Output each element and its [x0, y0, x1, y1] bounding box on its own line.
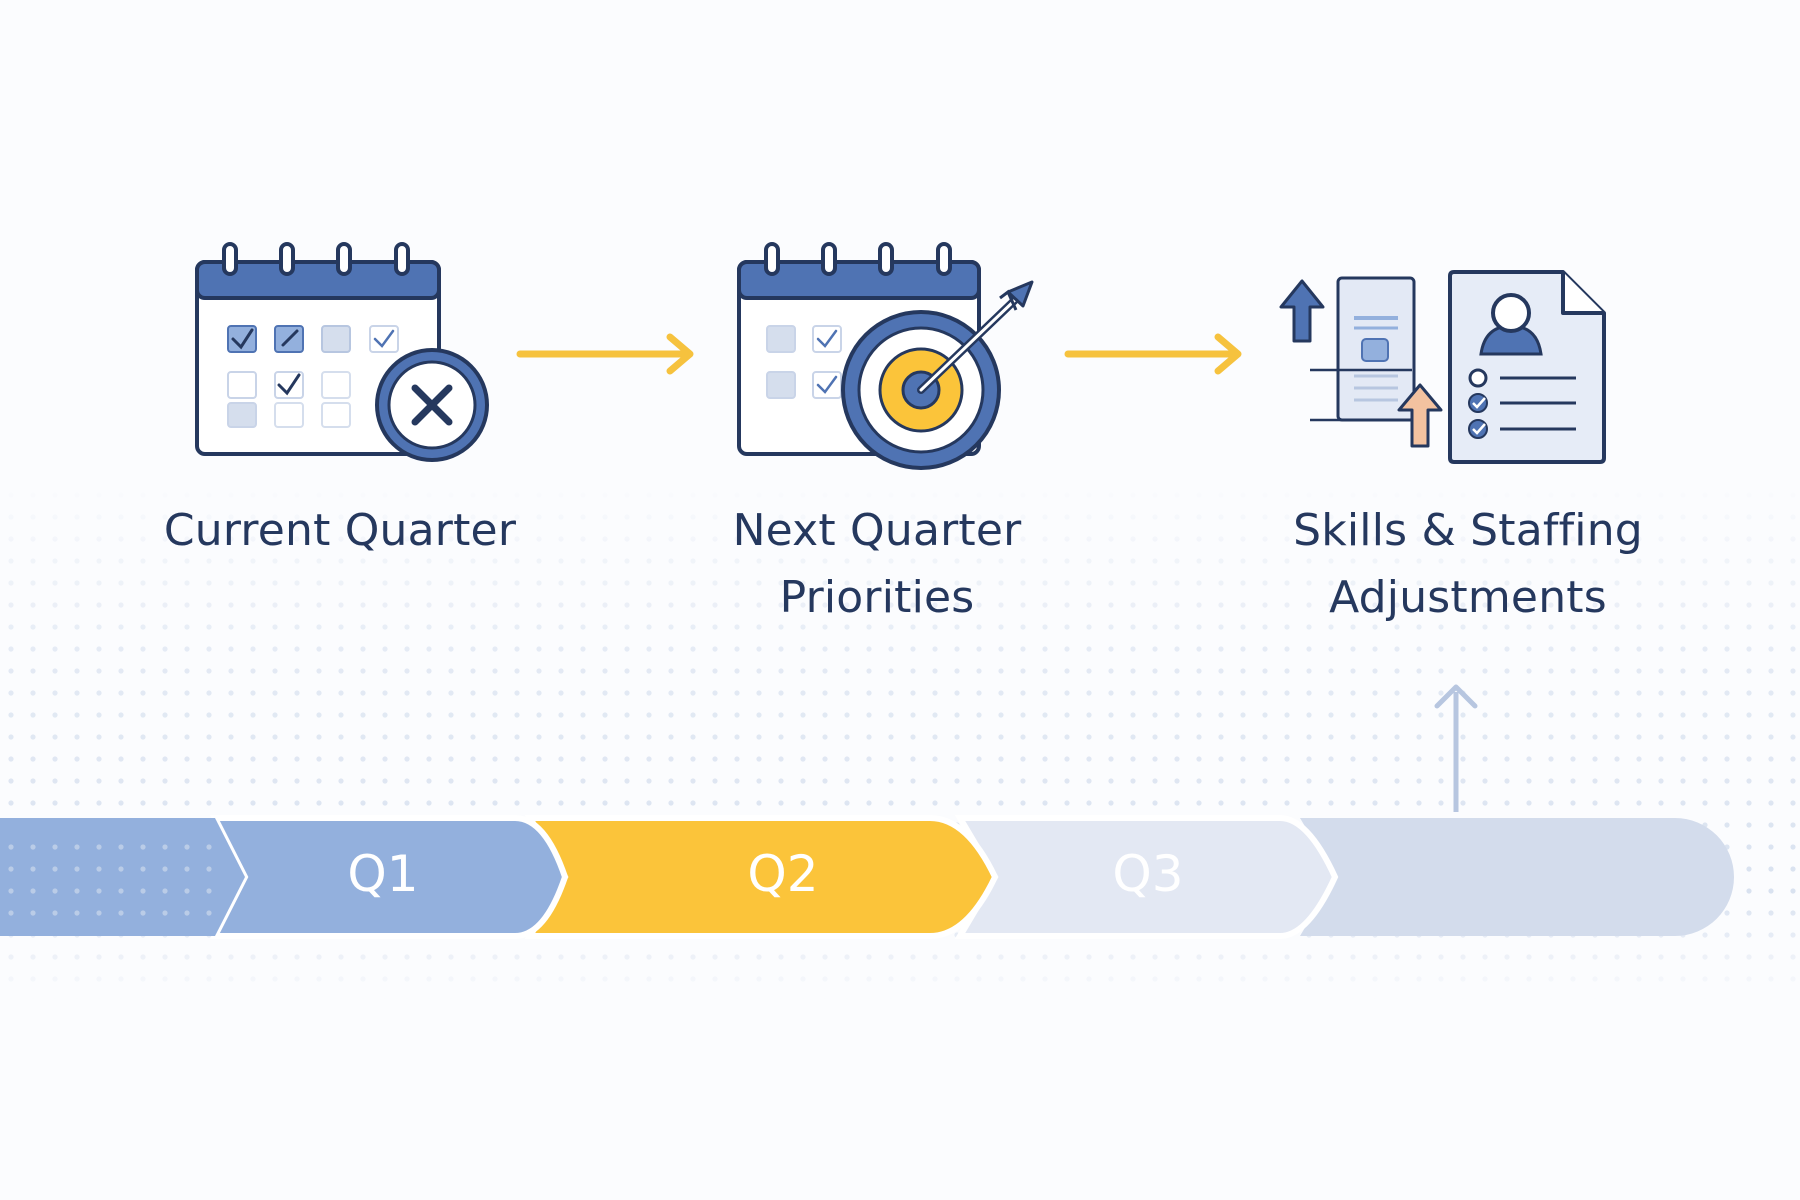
calendar-x-icon — [195, 242, 489, 462]
step-label-line: Skills & Staffing — [1293, 505, 1643, 556]
step-label-next-quarter-priorities: Next Quarter Priorities — [677, 497, 1077, 631]
flow-arrow-1 — [516, 333, 694, 375]
timeline-segment-q1-shape — [210, 815, 569, 939]
timeline-up-arrow — [1434, 684, 1478, 812]
calendar-target-icon — [737, 242, 1034, 470]
timeline-bar — [0, 815, 1734, 939]
timeline-segment-q2: Q2 — [747, 845, 819, 903]
resume-growth-icon — [1279, 270, 1606, 464]
step-label-line: Adjustments — [1329, 572, 1607, 623]
timeline-segment-future — [1300, 818, 1734, 936]
timeline-segment-q2-shape — [524, 815, 999, 939]
timeline-segment-q3: Q3 — [1112, 845, 1184, 903]
timeline-segment-q3-shape — [954, 815, 1339, 939]
flow-arrow-2 — [1064, 333, 1242, 375]
step-label-line: Next Quarter — [732, 505, 1022, 556]
step-label-line: Priorities — [779, 572, 975, 623]
timeline-segment-q1: Q1 — [347, 845, 419, 903]
step-label-current-quarter: Current Quarter — [140, 497, 540, 564]
step-label-line: Current Quarter — [163, 505, 517, 556]
step-label-skills-staffing: Skills & Staffing Adjustments — [1243, 497, 1693, 631]
